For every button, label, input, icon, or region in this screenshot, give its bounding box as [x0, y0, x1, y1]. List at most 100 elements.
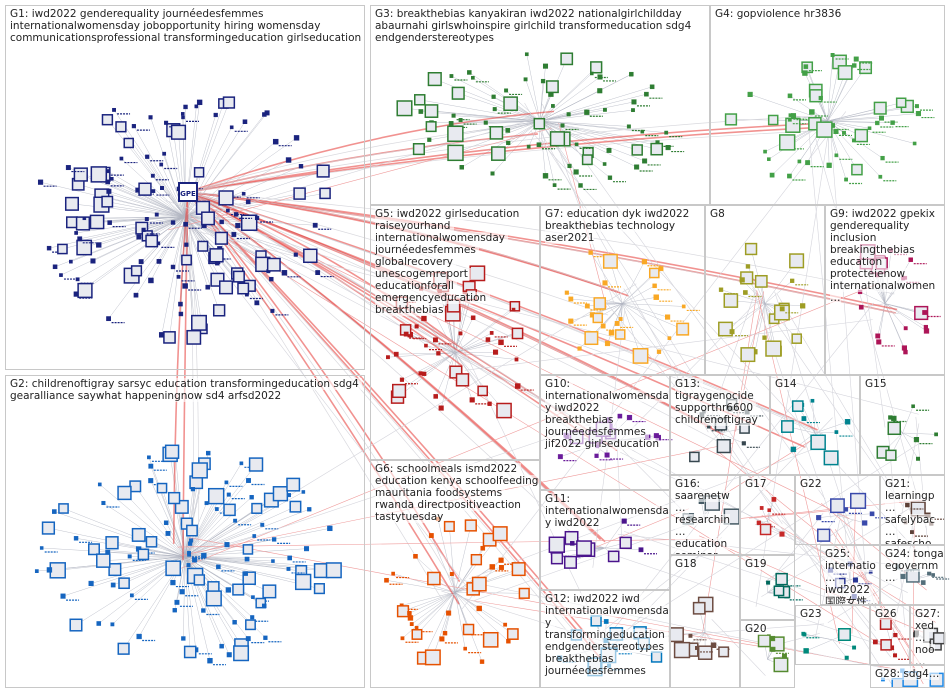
- node-g4[interactable]: [805, 160, 811, 166]
- node-g11[interactable]: [576, 540, 592, 557]
- node-g8[interactable]: [718, 321, 733, 337]
- node-g1[interactable]: [162, 151, 167, 156]
- node-g1[interactable]: [90, 166, 108, 183]
- node-g1[interactable]: [237, 282, 250, 295]
- node-g1[interactable]: [64, 196, 79, 211]
- node-g3[interactable]: [505, 128, 511, 133]
- node-g1[interactable]: [316, 164, 330, 178]
- node-g2[interactable]: [101, 500, 106, 506]
- node-g3[interactable]: [540, 78, 546, 84]
- node-g9[interactable]: [923, 328, 930, 334]
- node-g2[interactable]: [164, 444, 180, 459]
- node-g6[interactable]: [480, 545, 486, 551]
- node-g1[interactable]: [319, 187, 331, 200]
- node-g4[interactable]: [880, 155, 885, 161]
- node-g8[interactable]: [765, 340, 782, 357]
- node-g22[interactable]: [850, 492, 867, 509]
- node-g3[interactable]: [626, 124, 631, 129]
- node-g14[interactable]: [810, 434, 826, 451]
- node-g2[interactable]: [165, 560, 182, 577]
- node-g20[interactable]: [769, 635, 776, 642]
- node-g6[interactable]: [482, 631, 499, 648]
- node-g20[interactable]: [773, 657, 789, 673]
- node-g3[interactable]: [536, 142, 542, 148]
- node-g4[interactable]: [803, 64, 809, 69]
- node-g6[interactable]: [411, 628, 423, 640]
- node-g1[interactable]: [214, 231, 228, 245]
- node-g3[interactable]: [567, 163, 572, 169]
- node-g2[interactable]: [41, 521, 56, 535]
- node-g5[interactable]: [514, 357, 519, 362]
- node-g2[interactable]: [52, 509, 57, 514]
- node-g14[interactable]: [810, 398, 815, 403]
- node-g2[interactable]: [226, 652, 232, 658]
- node-g3[interactable]: [467, 70, 472, 75]
- node-g2[interactable]: [287, 555, 293, 561]
- node-g1[interactable]: [218, 190, 234, 206]
- node-g1[interactable]: [148, 115, 153, 120]
- node-g1[interactable]: [46, 245, 52, 251]
- node-g12[interactable]: [603, 619, 609, 624]
- node-g1[interactable]: [133, 292, 139, 298]
- node-g6[interactable]: [471, 576, 487, 592]
- node-g3[interactable]: [491, 94, 496, 99]
- node-g1[interactable]: [176, 274, 181, 279]
- node-g17[interactable]: [759, 523, 772, 536]
- node-g21[interactable]: [910, 530, 914, 535]
- node-g2[interactable]: [251, 502, 263, 514]
- node-g2[interactable]: [137, 548, 150, 561]
- node-g8[interactable]: [723, 293, 739, 308]
- node-g7[interactable]: [568, 318, 574, 324]
- node-g2[interactable]: [174, 599, 180, 605]
- node-g2[interactable]: [245, 619, 256, 631]
- node-g7[interactable]: [564, 290, 569, 295]
- node-g2[interactable]: [58, 503, 69, 514]
- node-g18[interactable]: [673, 641, 691, 659]
- node-g1[interactable]: [156, 259, 162, 264]
- node-g3[interactable]: [602, 162, 607, 166]
- node-g3[interactable]: [447, 125, 464, 143]
- node-g23[interactable]: [852, 645, 857, 650]
- node-g14[interactable]: [801, 416, 807, 421]
- node-g4[interactable]: [767, 157, 771, 161]
- node-g3[interactable]: [650, 142, 664, 156]
- node-g7[interactable]: [602, 253, 618, 269]
- node-g14[interactable]: [834, 430, 839, 434]
- node-g2[interactable]: [226, 492, 231, 497]
- node-g6[interactable]: [511, 562, 526, 577]
- node-g4[interactable]: [853, 56, 859, 62]
- node-g6[interactable]: [476, 605, 482, 612]
- node-g2[interactable]: [60, 593, 66, 599]
- node-g3[interactable]: [451, 86, 465, 100]
- node-g1[interactable]: [105, 179, 111, 185]
- node-g6[interactable]: [518, 587, 530, 599]
- node-g4[interactable]: [837, 65, 853, 80]
- node-g5[interactable]: [514, 383, 521, 389]
- node-g2[interactable]: [131, 527, 146, 542]
- node-g22[interactable]: [869, 511, 875, 517]
- node-g2[interactable]: [242, 544, 254, 555]
- node-g3[interactable]: [578, 183, 583, 188]
- node-g25[interactable]: [853, 577, 859, 583]
- node-g2[interactable]: [187, 552, 191, 557]
- node-g11[interactable]: [550, 552, 564, 565]
- node-g2[interactable]: [117, 485, 132, 501]
- node-g1[interactable]: [154, 212, 159, 217]
- node-g3[interactable]: [573, 169, 579, 175]
- node-g7[interactable]: [653, 294, 659, 300]
- node-g2[interactable]: [46, 567, 53, 573]
- node-g6[interactable]: [506, 639, 511, 644]
- node-g3[interactable]: [542, 173, 549, 179]
- node-g4[interactable]: [914, 104, 919, 109]
- node-g1[interactable]: [269, 276, 274, 282]
- node-g1[interactable]: [254, 215, 260, 221]
- node-g4[interactable]: [859, 61, 873, 75]
- node-g11[interactable]: [548, 536, 566, 553]
- node-g3[interactable]: [414, 94, 426, 106]
- node-g6[interactable]: [439, 636, 445, 642]
- node-g2[interactable]: [307, 507, 312, 512]
- node-g15[interactable]: [934, 432, 938, 437]
- node-g2[interactable]: [88, 580, 94, 587]
- node-g2[interactable]: [233, 645, 250, 662]
- node-g1[interactable]: [293, 135, 300, 141]
